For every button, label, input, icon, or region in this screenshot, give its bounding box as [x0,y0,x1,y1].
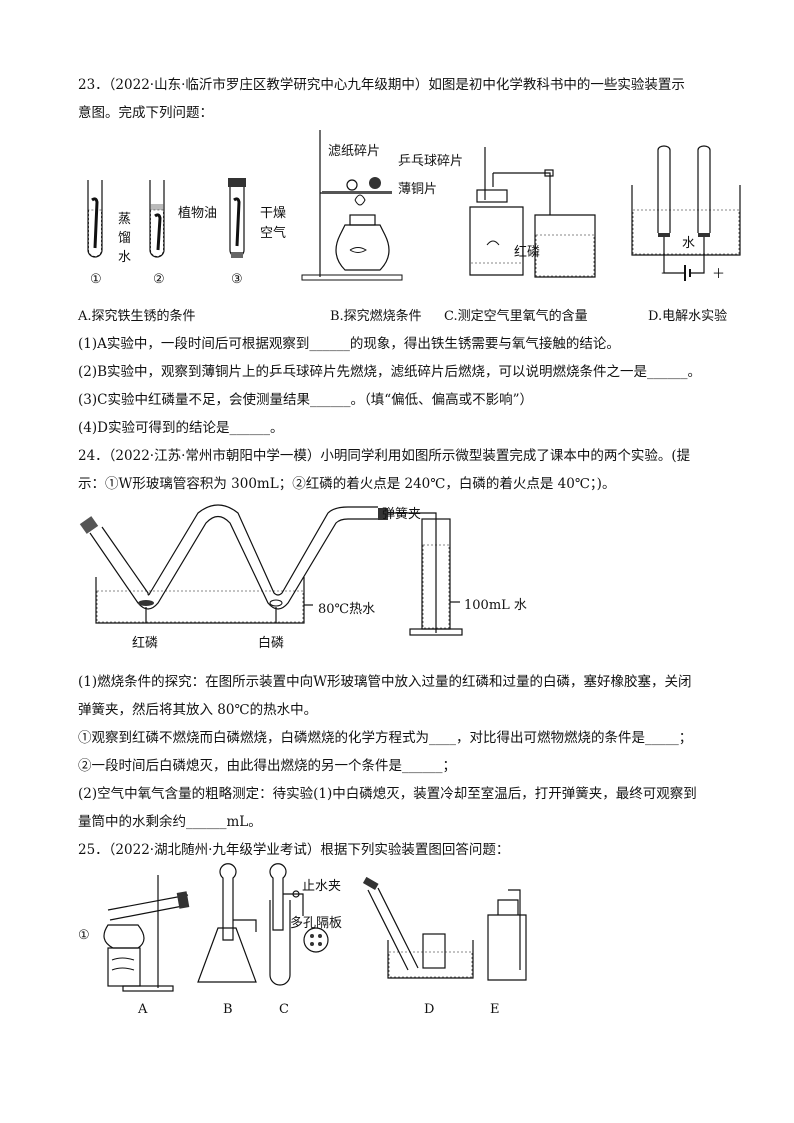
label-water-d: 水 [682,236,696,251]
figure-b-combustion [301,130,403,281]
q24-part-1-a: ①观察到红磷不燃烧而白磷燃烧，白磷燃烧的化学方程式为____，对比得出可燃物燃烧… [78,730,693,746]
label-apparatus-b: B [223,1002,233,1017]
label-red-phosphorus: 红磷 [514,245,541,260]
caption-a: A.探究铁生锈的条件 [78,309,196,324]
label-apparatus-e: E [490,1002,500,1017]
label-water-2: 馏 [118,231,132,246]
label-apparatus-c: C [279,1002,289,1017]
caption-c: C.测定空气里氧气的含量 [444,309,588,324]
label-plus: ＋ [712,267,726,282]
label-water-3: 水 [118,250,132,265]
q24-header: 24．（2022·江苏·常州市朝阳中学一模）小明同学利用如图所示微型装置完成了课… [78,448,691,464]
q24-part-1: (1)燃烧条件的探究：在图所示装置中向W形玻璃管中放入过量的红磷和过量的白磷，塞… [78,674,692,690]
caption-d: D.电解水实验 [648,309,728,324]
figure-apparatus-abcde [103,863,527,992]
figure-c-oxygen [469,147,596,278]
q24-part-1-cont: 弹簧夹，然后将其放入 80℃的热水中。 [78,702,318,718]
q23-header: 23．（2022·山东·临沂市罗庄区教学研究中心九年级期中）如图是初中化学教科书… [78,77,685,93]
label-filter-paper: 滤纸碎片 [328,144,381,159]
q23-part-3: (3)C实验中红磷量不足，会使测量结果______。（填“偏低、偏高或不影响”） [78,392,534,408]
q23-header-cont: 意图。完成下列问题： [78,105,213,121]
label-porous-plate: 多孔隔板 [290,916,343,931]
label-water-1: 蒸 [118,212,132,227]
label-plant-oil: 植物油 [178,206,218,221]
q24-header-cont: 示：①W形玻璃管容积为 300mL；②红磷的着火点是 240℃，白磷的着火点是 … [78,476,616,492]
label-red-p: 红磷 [132,636,159,651]
label-pingpong: 乒乓球碎片 [398,154,464,169]
q24-part-2-cont: 量筒中的水剩余约______mL。 [78,814,262,830]
figure-w-tube [79,504,463,636]
label-part-1: ① [78,928,90,943]
label-spring-clip: 弹簧夹 [382,507,422,522]
figure-a-test-tubes [87,178,246,258]
q23-part-4: (4)D实验可得到的结论是______。 [78,420,284,436]
label-tube-2: ② [153,272,165,287]
figure-d-electrolysis [631,145,741,281]
label-copper-sheet: 薄铜片 [398,182,438,197]
label-apparatus-d: D [424,1002,435,1017]
caption-b: B.探究燃烧条件 [330,309,422,324]
q25-header: 25．（2022·湖北随州·九年级学业考试）根据下列实验装置图回答问题： [78,842,510,858]
q23-part-1: (1)A实验中，一段时间后可根据观察到______的现象，得出铁生锈需要与氧气接… [78,336,620,352]
q23-part-2: (2)B实验中，观察到薄铜片上的乒乓球碎片先燃烧，滤纸碎片后燃烧，可以说明燃烧条… [78,364,702,380]
label-stop-clip: 止水夹 [302,879,342,894]
label-minus: － [660,267,674,282]
label-tube-3: ③ [231,272,243,287]
label-tube-1: ① [90,272,102,287]
q24-part-1-b: ②一段时间后白磷熄灭，由此得出燃烧的另一个条件是______； [78,758,456,774]
q24-part-2: (2)空气中氧气含量的粗略测定：待实验(1)中白磷熄灭，装置冷却至室温后，打开弹… [78,786,697,802]
label-air: 空气 [260,226,287,241]
label-hot-water: 80℃热水 [318,602,376,617]
label-dry: 干燥 [260,206,287,221]
label-white-p: 白磷 [258,636,285,651]
label-cylinder-water: 100mL 水 [464,598,527,613]
label-apparatus-a: A [138,1002,148,1017]
